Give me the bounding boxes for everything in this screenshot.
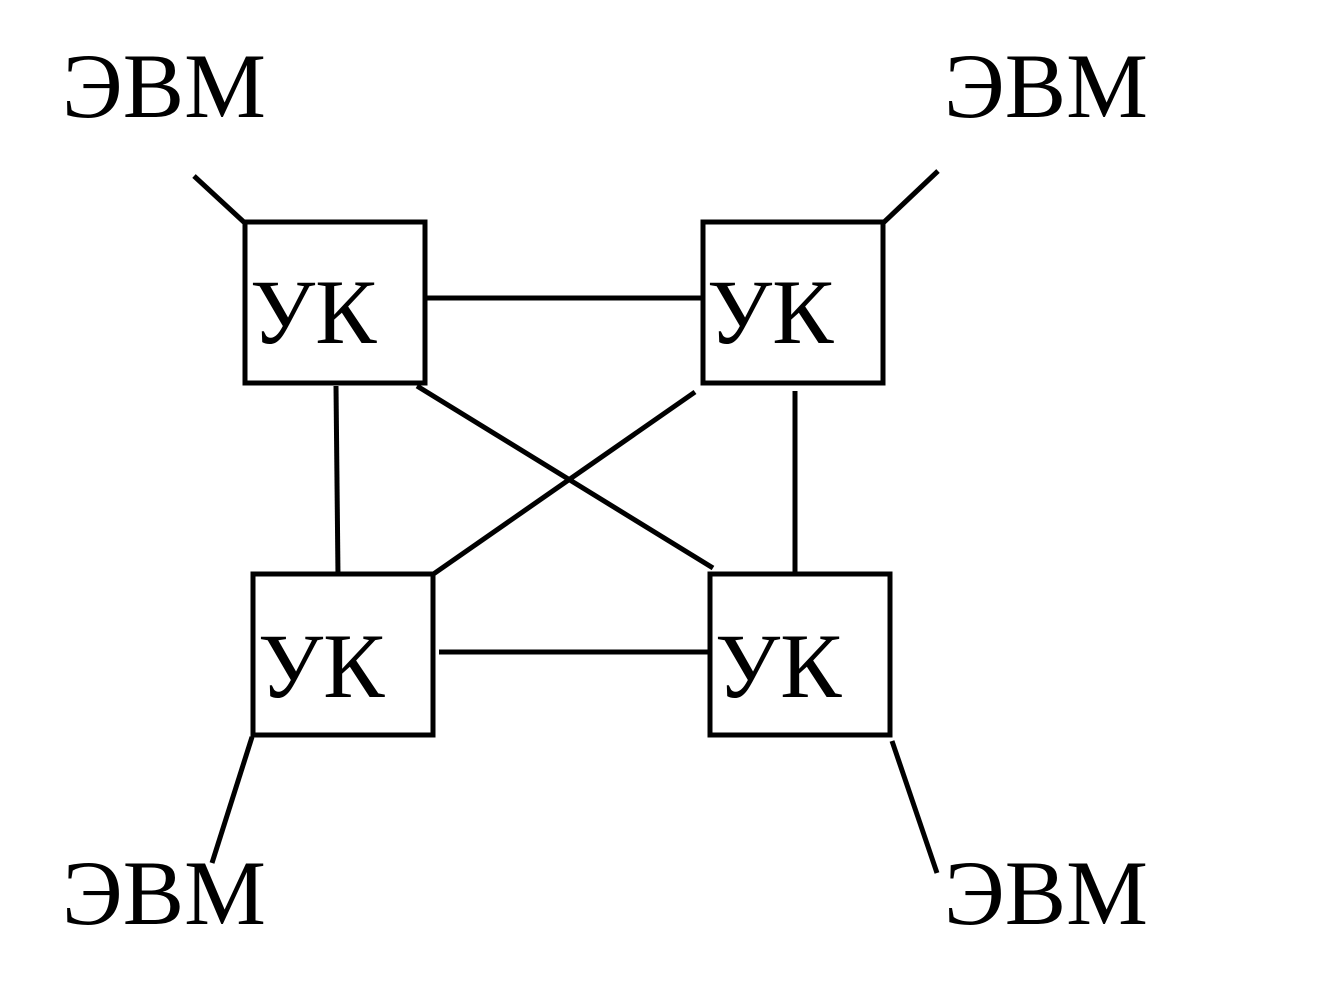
node-label: УК bbox=[715, 615, 842, 717]
switch-node-uk-top-left: УК bbox=[242, 219, 428, 386]
link-evm-top-left bbox=[192, 174, 248, 226]
link-evm-bottom-right bbox=[889, 740, 940, 874]
node-box bbox=[250, 571, 436, 738]
node-box bbox=[700, 219, 886, 386]
computer-label-bottom-right: ЭВМ bbox=[944, 842, 1148, 944]
computer-links bbox=[192, 169, 940, 874]
node-links bbox=[333, 295, 798, 655]
link-top-left-bottom-right bbox=[415, 383, 715, 571]
switch-node-uk-top-right: УК bbox=[700, 219, 886, 386]
node-box bbox=[242, 219, 428, 386]
computer-label-top-right: ЭВМ bbox=[944, 35, 1148, 137]
link-top-right-bottom-left bbox=[430, 389, 697, 578]
node-label: УК bbox=[250, 261, 377, 363]
link-evm-top-right bbox=[880, 169, 940, 226]
node-label: УК bbox=[707, 261, 834, 363]
computer-label-bottom-left: ЭВМ bbox=[62, 842, 266, 944]
link-top-left-bottom-left bbox=[333, 385, 341, 577]
link-evm-bottom-left bbox=[209, 736, 255, 864]
node-label: УК bbox=[258, 615, 385, 717]
switch-node-uk-bottom-right: УК bbox=[707, 571, 893, 738]
node-box bbox=[707, 571, 893, 738]
computer-label-top-left: ЭВМ bbox=[62, 35, 266, 137]
switch-node-uk-bottom-left: УК bbox=[250, 571, 436, 738]
